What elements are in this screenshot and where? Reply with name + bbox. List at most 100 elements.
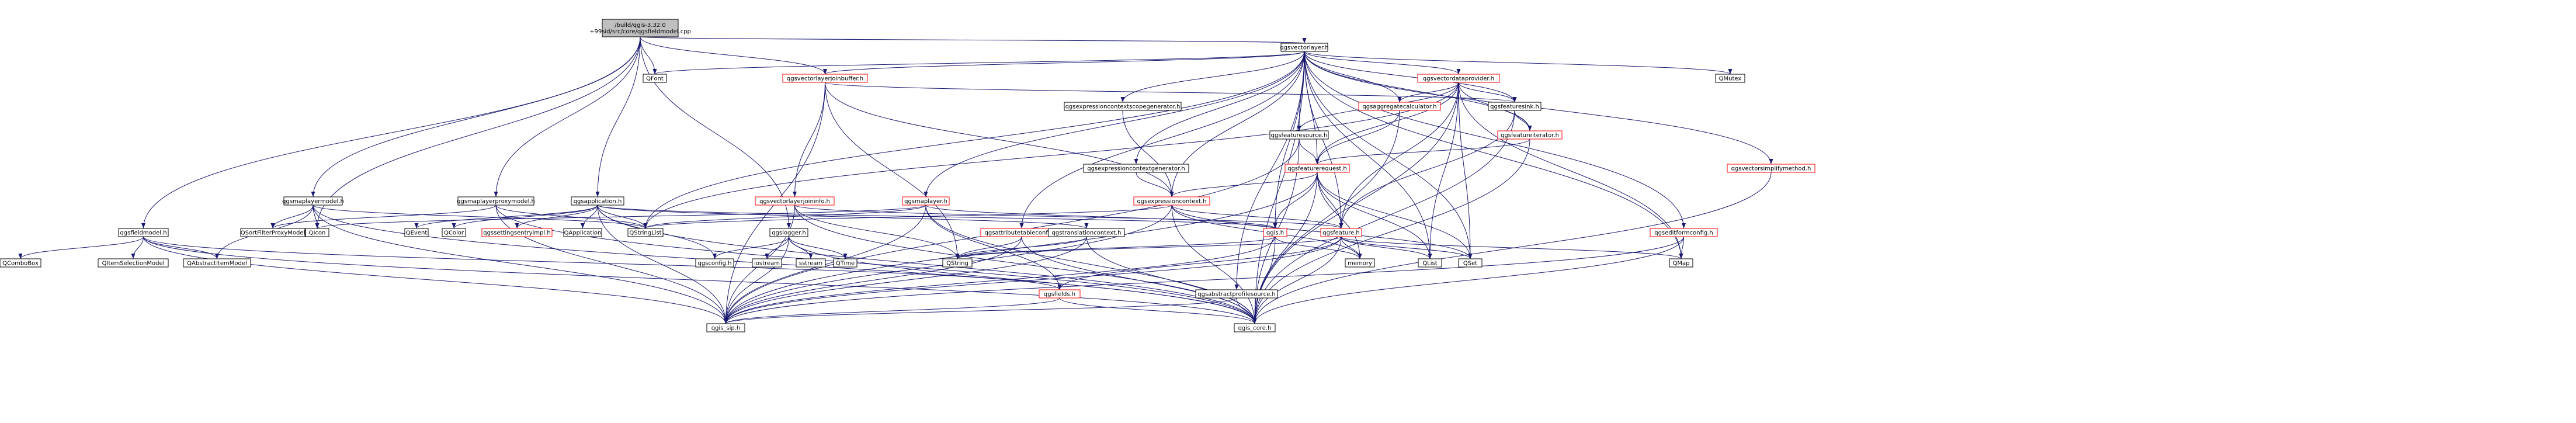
node-qgsfeatureiterator[interactable]: qgsfeatureiterator.h [1497, 130, 1563, 140]
node-qgsvectordataprovider[interactable]: qgsvectordataprovider.h [1417, 74, 1500, 83]
node-qgsexpressioncontextgenerator[interactable]: qgsexpressioncontextgenerator.h [1083, 164, 1189, 173]
node-qgsfeaturesink[interactable]: qgsfeaturesink.h [1488, 102, 1542, 111]
node-qgstranslationcontext[interactable]: qgstranslationcontext.h [1048, 228, 1125, 237]
include-edge [1315, 138, 1530, 165]
node-qgslogger[interactable]: qgslogger.h [769, 228, 808, 237]
include-edge [1679, 236, 1684, 259]
include-edge [1236, 297, 1257, 324]
node-qgsapplication[interactable]: qgsapplication.h [571, 196, 624, 206]
node-sstream[interactable]: sstream [796, 258, 826, 268]
node-box [1048, 228, 1125, 237]
node-qcolor[interactable]: QColor [442, 228, 466, 237]
include-edge [452, 204, 598, 229]
include-edge [1458, 82, 1683, 259]
node-box [563, 228, 602, 237]
include-edge [1317, 172, 1362, 259]
node-qmutex[interactable]: QMutex [1715, 74, 1745, 83]
node-label: QComboBox [2, 261, 39, 267]
node-label: qgsfeatureiterator.h [1501, 133, 1559, 139]
node-qgis-core[interactable]: qgis_core.h [1234, 323, 1276, 332]
node-qgsfields[interactable]: qgsfields.h [1039, 289, 1081, 299]
node-qsortfilterproxymodel[interactable]: QSortFilterProxyModel [240, 228, 305, 237]
include-edge [789, 236, 848, 259]
node-label: qgsfeature.h [1322, 230, 1360, 237]
include-edge [724, 236, 1342, 324]
node-qlist[interactable]: QList [1418, 258, 1442, 268]
node-qabstractitemmodel[interactable]: QAbstractItemModel [183, 258, 251, 268]
node-label: qgslogger.h [772, 230, 806, 237]
node-qgsmaplayerproxymodel[interactable]: qgsmaplayerproxymodel.h [457, 196, 535, 206]
node-qcombobox[interactable]: QComboBox [0, 258, 41, 268]
node-box [752, 258, 782, 268]
node-memory[interactable]: memory [1345, 258, 1375, 268]
node-box [1263, 228, 1287, 237]
node-label: QTime [836, 261, 855, 267]
include-edge [825, 82, 1516, 103]
node-qapplication[interactable]: QApplication [563, 228, 602, 237]
node-qgis[interactable]: qgis.h [1263, 228, 1287, 237]
node-box [1417, 74, 1500, 83]
node-label: QApplication [564, 230, 602, 237]
include-edge [1458, 82, 1473, 259]
include-edge [1120, 51, 1305, 103]
include-edge [823, 51, 1305, 75]
node-box [283, 196, 343, 206]
include-edge [1122, 110, 1174, 197]
node-qgsconfig[interactable]: qgsconfig.h [695, 258, 734, 268]
node-qicon[interactable]: QIcon [305, 228, 329, 237]
node-iostream[interactable]: iostream [752, 258, 782, 268]
include-edge [1171, 204, 1343, 229]
node-qgsfeaturesource[interactable]: qgsfeaturesource.h [1269, 130, 1329, 140]
include-edge [1252, 172, 1318, 324]
node-qgis-sip[interactable]: qgis_sip.h [706, 323, 745, 332]
node-qgsabstractprofilesource[interactable]: qgsabstractprofilesource.h [1195, 289, 1278, 299]
node-qgsaggregatecalculator[interactable]: qgsaggregatecalculator.h [1358, 102, 1441, 111]
node-qmap[interactable]: QMap [1669, 258, 1693, 268]
include-edge [1304, 51, 1343, 229]
node-qgsexpressioncontext[interactable]: qgsexpressioncontext.h [1133, 196, 1210, 206]
node-qgsexpressioncontextscopegenerator[interactable]: qgsexpressioncontextscopegenerator.h [1064, 102, 1182, 111]
node-qgsmaplayer[interactable]: qgsmaplayer.h [902, 196, 950, 206]
include-edge [1059, 297, 1257, 324]
node-qevent[interactable]: QEvent [404, 228, 429, 237]
node-qtime[interactable]: QTime [833, 258, 857, 268]
include-edge [789, 236, 1257, 324]
node-qgsvectorsimplifymethod[interactable]: qgsvectorsimplifymethod.h [1727, 164, 1815, 173]
include-edge [1021, 236, 1257, 324]
node-qset[interactable]: QSet [1458, 258, 1483, 268]
include-edge [1136, 172, 1174, 197]
node-qgsfieldmodel[interactable]: qgsfieldmodel.h [118, 228, 169, 237]
include-edge [270, 204, 497, 229]
include-edge [793, 82, 825, 197]
include-edge [643, 204, 926, 229]
node-label: qgsapplication.h [574, 199, 622, 205]
include-edge [724, 297, 1060, 324]
node-box [1669, 258, 1693, 268]
node-qfont[interactable]: QFont [643, 74, 667, 83]
include-edge [794, 204, 960, 259]
node-qgsfeaturerequest[interactable]: qgsfeaturerequest.h [1284, 164, 1350, 173]
node-label: qgsvectorlayer.h [1280, 45, 1328, 51]
node-qstringlist[interactable]: QStringList [627, 228, 664, 237]
include-edge [1304, 51, 1733, 75]
node-qgsvectorlayerjoininfo[interactable]: qgsvectorlayerjoininfo.h [755, 196, 835, 206]
node-label: qgis_core.h [1238, 325, 1272, 332]
node-qgseditformconfig[interactable]: qgseditformconfig.h [1650, 228, 1718, 237]
node-qgssettingsentryimpl[interactable]: qgssettingsentryimpl.h [481, 228, 553, 237]
node-qgsvectorlayer[interactable]: qgsvectorlayer.h [1280, 43, 1329, 52]
node-qgsfeature[interactable]: qgsfeature.h [1320, 228, 1362, 237]
include-edge [1057, 236, 1342, 290]
node-qitemselectionmodel[interactable]: QItemSelectionModel [98, 258, 169, 268]
include-edge [1341, 236, 1432, 259]
node-qgsvectorlayerjoinbuffer[interactable]: qgsvectorlayerjoinbuffer.h [782, 74, 868, 83]
node-qgsmaplayermodel[interactable]: qgsmaplayermodel.h [282, 196, 344, 206]
node-label: QFont [646, 76, 664, 82]
node-qstring[interactable]: QString [942, 258, 973, 268]
node-box [1039, 289, 1081, 299]
node-box [1234, 323, 1276, 332]
include-edge [724, 236, 1087, 324]
node-box [1320, 228, 1362, 237]
include-edge [1315, 82, 1459, 165]
include-edge [925, 204, 1277, 229]
